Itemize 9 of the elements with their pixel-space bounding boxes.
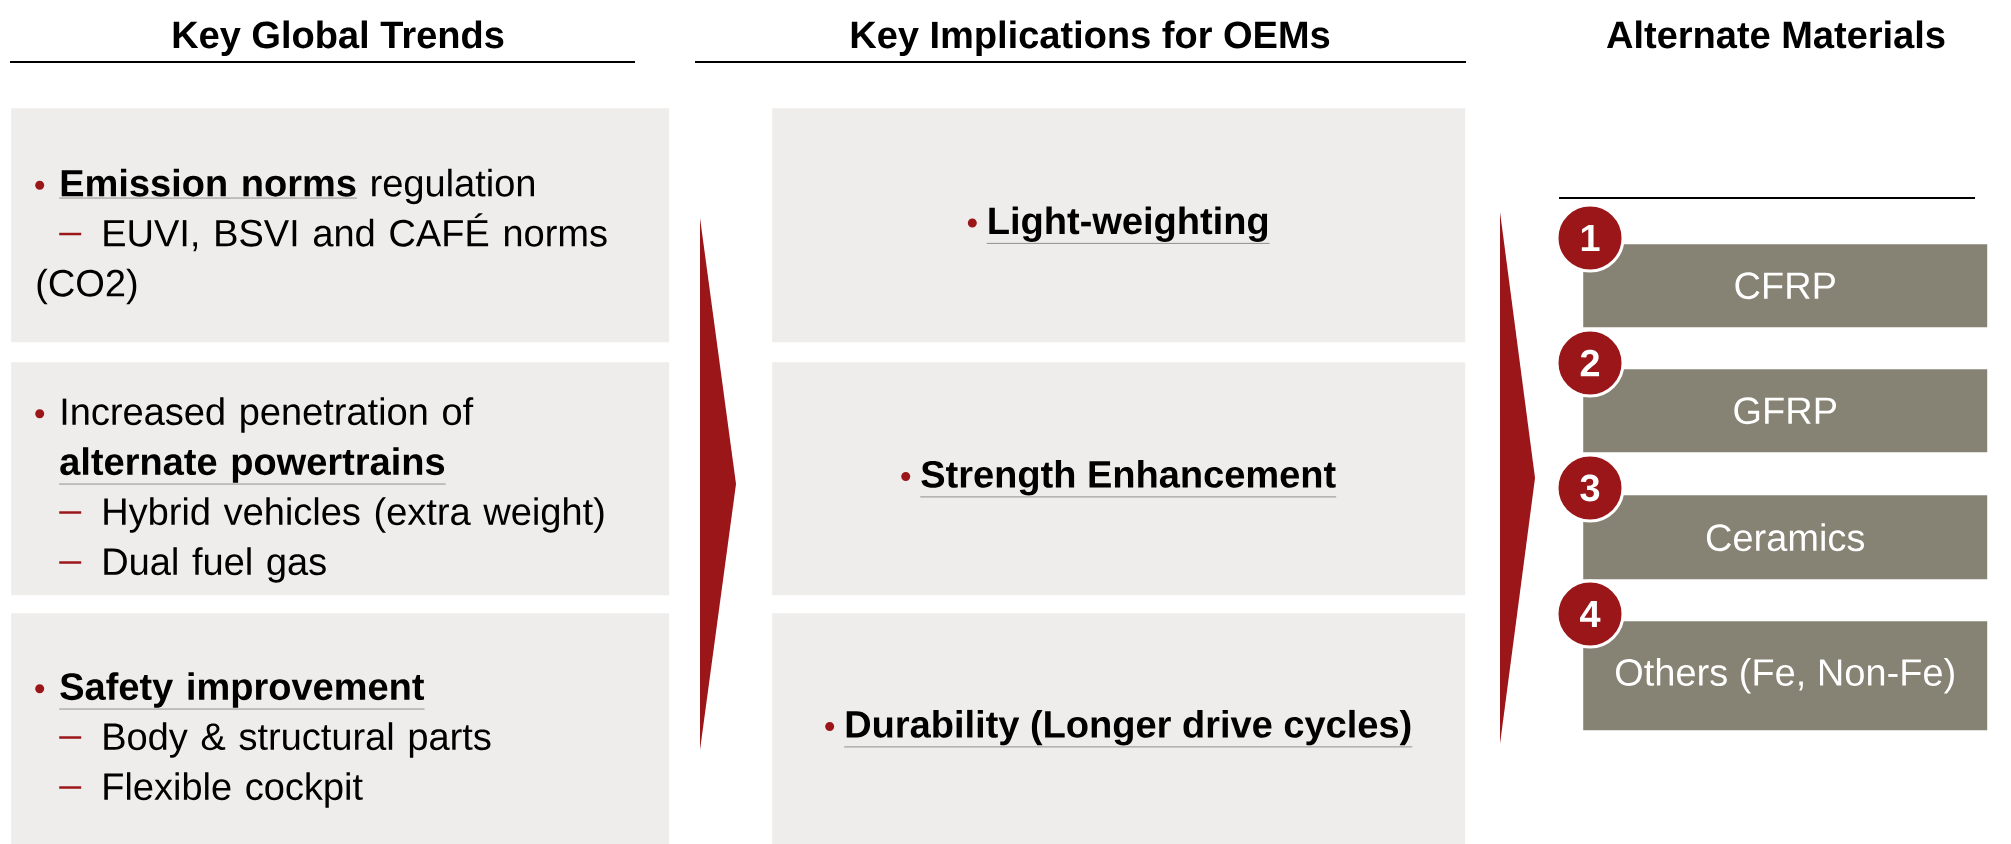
trend-box: Emission norms regulation EUVI, BSVI and CAFÉ norms (CO2): [11, 108, 670, 343]
column-heading: Alternate Materials: [1606, 20, 1945, 49]
column-heading: Key Implications for OEMs: [851, 20, 1330, 56]
implication-box: Durability (Longer drive cycles): [772, 613, 1466, 844]
implication-box: Light-weighting: [772, 108, 1466, 343]
trend-box: Increased penetration of alternate powertrains Hybrid vehicles (extra weight) Dual fuel gas: [11, 362, 670, 596]
implication-box: Strength Enhancement: [772, 362, 1466, 596]
column-heading: Key Global Trends: [173, 20, 504, 56]
trend-box: Safety improvement Body & structural parts Flexible cockpit: [11, 613, 670, 844]
